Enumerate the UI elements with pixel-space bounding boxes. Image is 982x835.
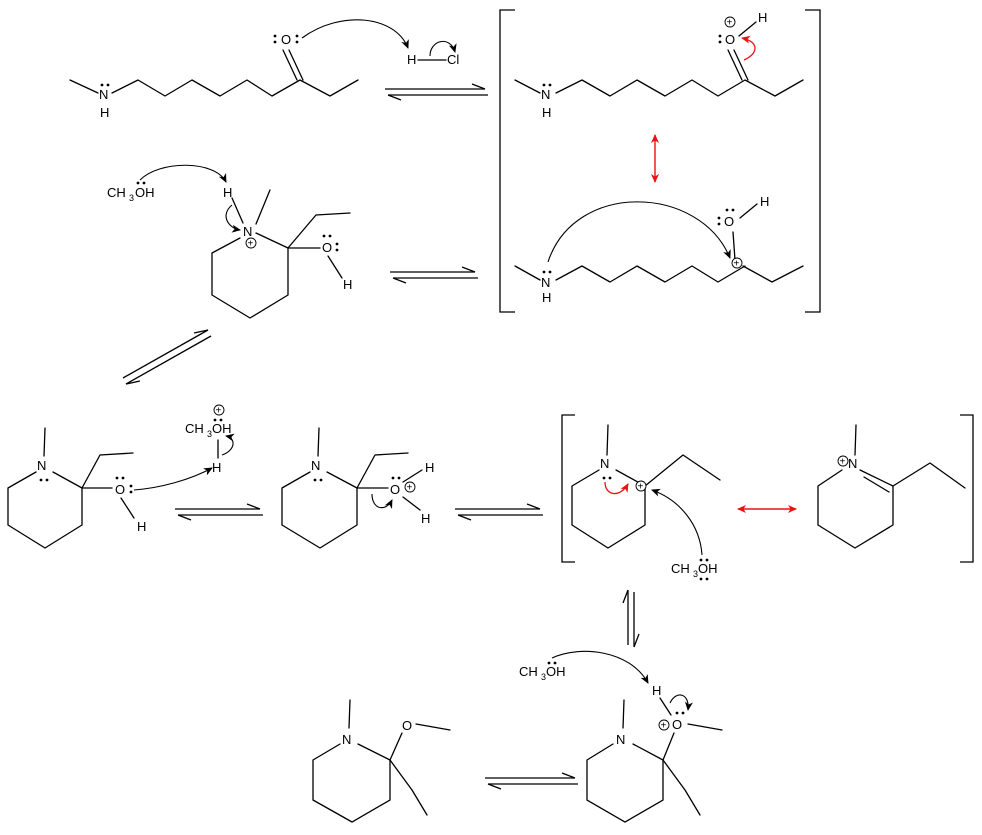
carbonyl-bond-b bbox=[288, 49, 304, 81]
curly-arrow-nh-bond bbox=[225, 204, 241, 233]
protonated-methanol: CH 3 OH + H bbox=[185, 404, 232, 475]
methanol-subscript: 3 bbox=[693, 569, 698, 579]
atom-h: H bbox=[652, 683, 661, 698]
atom-h: H bbox=[421, 511, 430, 526]
curly-arrow-methanol-attacks bbox=[651, 488, 703, 556]
methanol-subscript: 3 bbox=[207, 429, 212, 439]
atom-o: O bbox=[390, 482, 400, 497]
curly-arrow-methanol-to-h bbox=[139, 164, 227, 183]
protonated-methoxy-aminal: N O + H bbox=[586, 683, 723, 823]
atom-o: O bbox=[725, 32, 735, 47]
atom-h: H bbox=[425, 460, 434, 475]
methanol-ch: CH bbox=[107, 185, 126, 200]
hydrogen-chloride: H Cl bbox=[407, 52, 459, 67]
protonated-cyclic-amine: N + H O H bbox=[211, 185, 352, 319]
resonance-bracket-left bbox=[561, 414, 575, 563]
equilibrium-arrow bbox=[390, 266, 478, 284]
atom-n: N bbox=[99, 87, 108, 102]
carbonyl-bond-a bbox=[282, 49, 298, 81]
atom-n: N bbox=[848, 456, 857, 471]
curly-arrow-o-to-h bbox=[301, 19, 409, 49]
resonance-bracket-right bbox=[960, 414, 974, 563]
positive-charge: + bbox=[407, 483, 413, 494]
cyclic-oxonium: N O + H H bbox=[281, 427, 434, 549]
methanol-oh: OH bbox=[546, 664, 566, 679]
methanol-oh: OH bbox=[135, 185, 155, 200]
protonated-ketone: N H O H + bbox=[514, 10, 804, 120]
curly-arrow-oh-bond-break bbox=[221, 433, 235, 456]
atom-n: N bbox=[541, 275, 550, 290]
equilibrium-arrow bbox=[175, 503, 263, 521]
atom-n: N bbox=[243, 224, 252, 239]
atom-h: H bbox=[212, 460, 221, 475]
methanol-nucleophile: CH 3 OH bbox=[671, 558, 718, 581]
atom-h: H bbox=[137, 519, 146, 534]
atom-n: N bbox=[37, 458, 46, 473]
methanol-oh: OH bbox=[698, 561, 718, 576]
atom-cl: Cl bbox=[447, 52, 459, 67]
atom-o: O bbox=[672, 717, 682, 732]
atom-n: N bbox=[616, 732, 625, 747]
atom-h: H bbox=[758, 10, 767, 25]
atom-o: O bbox=[402, 718, 412, 733]
carbocation-form: N H O H + bbox=[514, 194, 804, 305]
resonance-bracket-left bbox=[499, 9, 515, 313]
methanol-ch: CH bbox=[519, 664, 538, 679]
positive-charge: + bbox=[727, 18, 733, 29]
atom-o: O bbox=[115, 482, 125, 497]
cyclic-hemiaminal: N O H bbox=[7, 427, 146, 549]
curly-arrow-n-lone-pair-red bbox=[604, 481, 629, 495]
positive-charge: + bbox=[248, 239, 254, 250]
atom-o: O bbox=[281, 32, 291, 47]
chain-bonds bbox=[69, 79, 99, 94]
methanol-reagent: CH 3 OH bbox=[107, 181, 155, 203]
equilibrium-arrow bbox=[485, 772, 578, 790]
methoxy-aminal-product: N O bbox=[312, 699, 451, 823]
positive-charge: + bbox=[638, 482, 644, 493]
equilibrium-arrow bbox=[455, 503, 543, 521]
atom-h: H bbox=[542, 105, 551, 120]
methanol-base: CH 3 OH bbox=[519, 661, 566, 682]
methanol-oh: OH bbox=[212, 421, 232, 436]
atom-o: O bbox=[322, 240, 332, 255]
equilibrium-arrow bbox=[385, 83, 488, 101]
atom-h: H bbox=[407, 52, 416, 67]
curly-arrow-pi-to-o bbox=[741, 35, 756, 61]
atom-h: H bbox=[760, 194, 769, 209]
atom-n: N bbox=[342, 732, 351, 747]
atom-o: O bbox=[724, 214, 734, 229]
equilibrium-arrow-vertical bbox=[622, 589, 640, 648]
methanol-subscript: 3 bbox=[129, 193, 134, 203]
positive-charge: + bbox=[216, 406, 222, 417]
curly-arrow-co-bond-leaving bbox=[371, 493, 393, 509]
atom-h: H bbox=[100, 105, 109, 120]
atom-h: H bbox=[542, 290, 551, 305]
curly-arrow-hcl-bond bbox=[429, 41, 457, 57]
curly-arrow-n-attacks-carbocation bbox=[547, 201, 731, 263]
positive-charge: + bbox=[734, 259, 740, 270]
cyclic-carbocation: N + bbox=[571, 424, 721, 549]
atom-n: N bbox=[600, 456, 609, 471]
atom-h: H bbox=[223, 185, 232, 200]
atom-n: N bbox=[311, 458, 320, 473]
iminium-ion: N + bbox=[817, 424, 966, 549]
positive-charge: + bbox=[840, 457, 846, 468]
equilibrium-arrow-diagonal bbox=[122, 329, 212, 385]
resonance-bracket-right bbox=[805, 9, 821, 313]
curly-arrow-oh-bond-to-o bbox=[669, 694, 693, 711]
atom-n: N bbox=[541, 87, 550, 102]
curly-arrow-oh-to-proton bbox=[133, 467, 213, 491]
positive-charge: + bbox=[661, 721, 667, 732]
methanol-subscript: 3 bbox=[541, 672, 546, 682]
methanol-ch: CH bbox=[671, 561, 690, 576]
methanol-ch: CH bbox=[185, 421, 204, 436]
atom-h: H bbox=[343, 277, 352, 292]
amino-ketone-molecule: N H O bbox=[69, 32, 359, 120]
curly-arrow-methanol-deprotonates bbox=[551, 650, 649, 684]
